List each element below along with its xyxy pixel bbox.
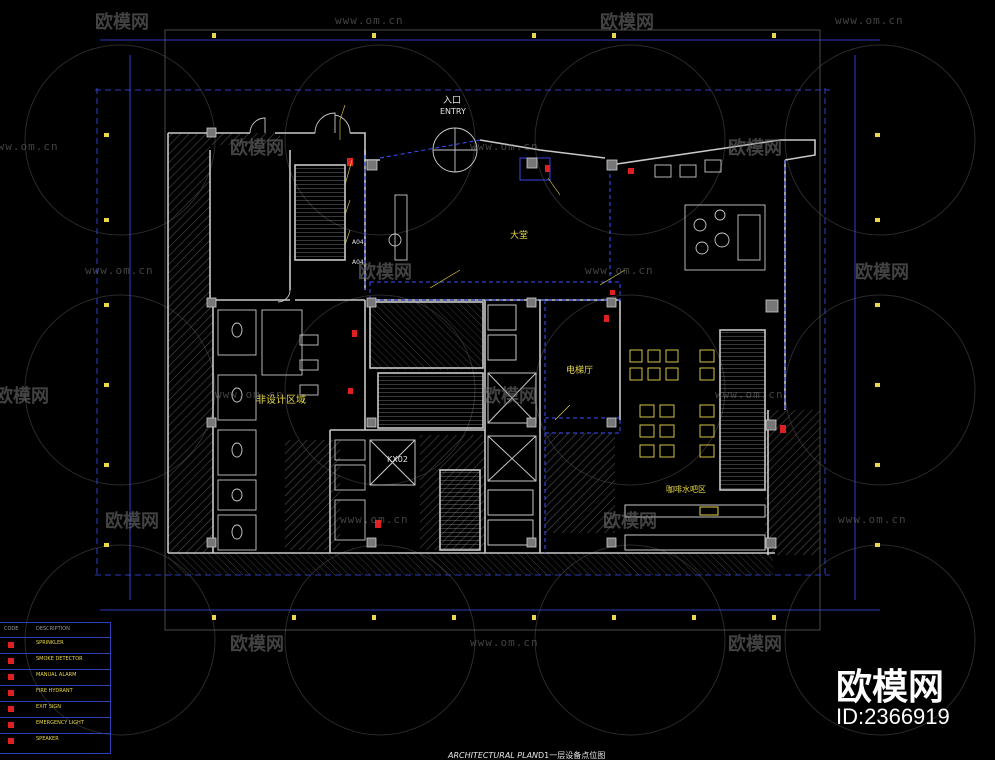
drawing-title-en: ARCHITECTURAL PLAN: [448, 751, 539, 760]
watermark-text: 欧模网: [600, 12, 654, 33]
bar-counter: [624, 504, 766, 551]
equipment-lines: [364, 139, 786, 553]
elevator-hall-label: 电梯厅: [566, 366, 594, 376]
walls: [167, 132, 816, 555]
entry-label-cn: 入口: [443, 96, 462, 106]
watermark-url: www.om.cn: [340, 513, 409, 526]
legend-row: EXIT SIGN: [0, 701, 110, 717]
legend-row: SPEAKER: [0, 733, 110, 749]
axis-ticks: [104, 33, 880, 620]
room-label-kx02: KX02: [387, 455, 408, 464]
lobby-label: 大堂: [510, 231, 529, 241]
watermark-url: www.om.cn: [715, 388, 784, 401]
legend-table: CODE DESCRIPTION SPRINKLER SMOKE DETECTO…: [0, 622, 111, 754]
watermark-text: 欧模网: [728, 634, 782, 655]
entry-label-en: ENTRY: [440, 107, 466, 116]
room-label-a04-2: A04: [352, 259, 364, 266]
watermark-text: 欧模网: [483, 386, 537, 407]
legend-header-code: CODE: [4, 626, 19, 632]
watermark-text: 欧模网: [603, 511, 657, 532]
watermark-text: 欧模网: [230, 138, 284, 159]
annotation-leaders: [339, 104, 626, 421]
drawing-title-cn: D1一层设备点位图: [538, 751, 606, 760]
watermark-circles: [24, 44, 976, 736]
structural-columns: [206, 127, 779, 549]
watermark-url: www.om.cn: [470, 140, 539, 153]
watermark-text: 欧模网: [358, 262, 412, 283]
watermark-url: www.om.cn: [335, 14, 404, 27]
room-label-a04: A04: [352, 239, 364, 246]
watermark-text: 欧模网: [0, 386, 49, 407]
watermark-text: 欧模网: [855, 262, 909, 283]
toilet-stalls: [217, 309, 366, 551]
elevator-shafts: [369, 304, 537, 546]
watermark-url: www.om.cn: [215, 388, 284, 401]
dimension-lines: [95, 39, 880, 611]
watermark-url: www.om.cn: [838, 513, 907, 526]
fire-equipment-points: [347, 158, 786, 528]
legend-row: FIRE HYDRANT: [0, 685, 110, 701]
watermark-text: 欧模网: [105, 511, 159, 532]
brand-logo: 欧模网: [836, 667, 945, 708]
watermark-url: www.om.cn: [85, 264, 154, 277]
legend-row: MANUAL ALARM: [0, 669, 110, 685]
lobby-furniture: [388, 157, 766, 271]
legend-header-desc: DESCRIPTION: [36, 626, 70, 632]
coffee-bar-label: 咖啡水吧区: [666, 485, 706, 494]
watermark-url: www.om.cn: [835, 14, 904, 27]
watermark-url: www.om.cn: [470, 636, 539, 649]
watermark-url: www.om.cn: [585, 264, 654, 277]
sheet-frame: [164, 29, 821, 631]
watermark-text: 欧模网: [95, 12, 149, 33]
brand-id: ID:2366919: [836, 704, 950, 729]
legend-row: SMOKE DETECTOR: [0, 653, 110, 669]
coffee-bar-furniture: [629, 349, 715, 458]
watermark-text: 欧模网: [230, 634, 284, 655]
entry-doors: [249, 112, 478, 303]
watermark-url: www.om.cn: [0, 140, 59, 153]
legend-row: EMERGENCY LIGHT: [0, 717, 110, 733]
watermark-text: 欧模网: [728, 138, 782, 159]
non-design-area-label: 非设计区域: [256, 395, 306, 406]
legend-row: SPRINKLER: [0, 637, 110, 653]
hatched-areas: [168, 133, 820, 575]
